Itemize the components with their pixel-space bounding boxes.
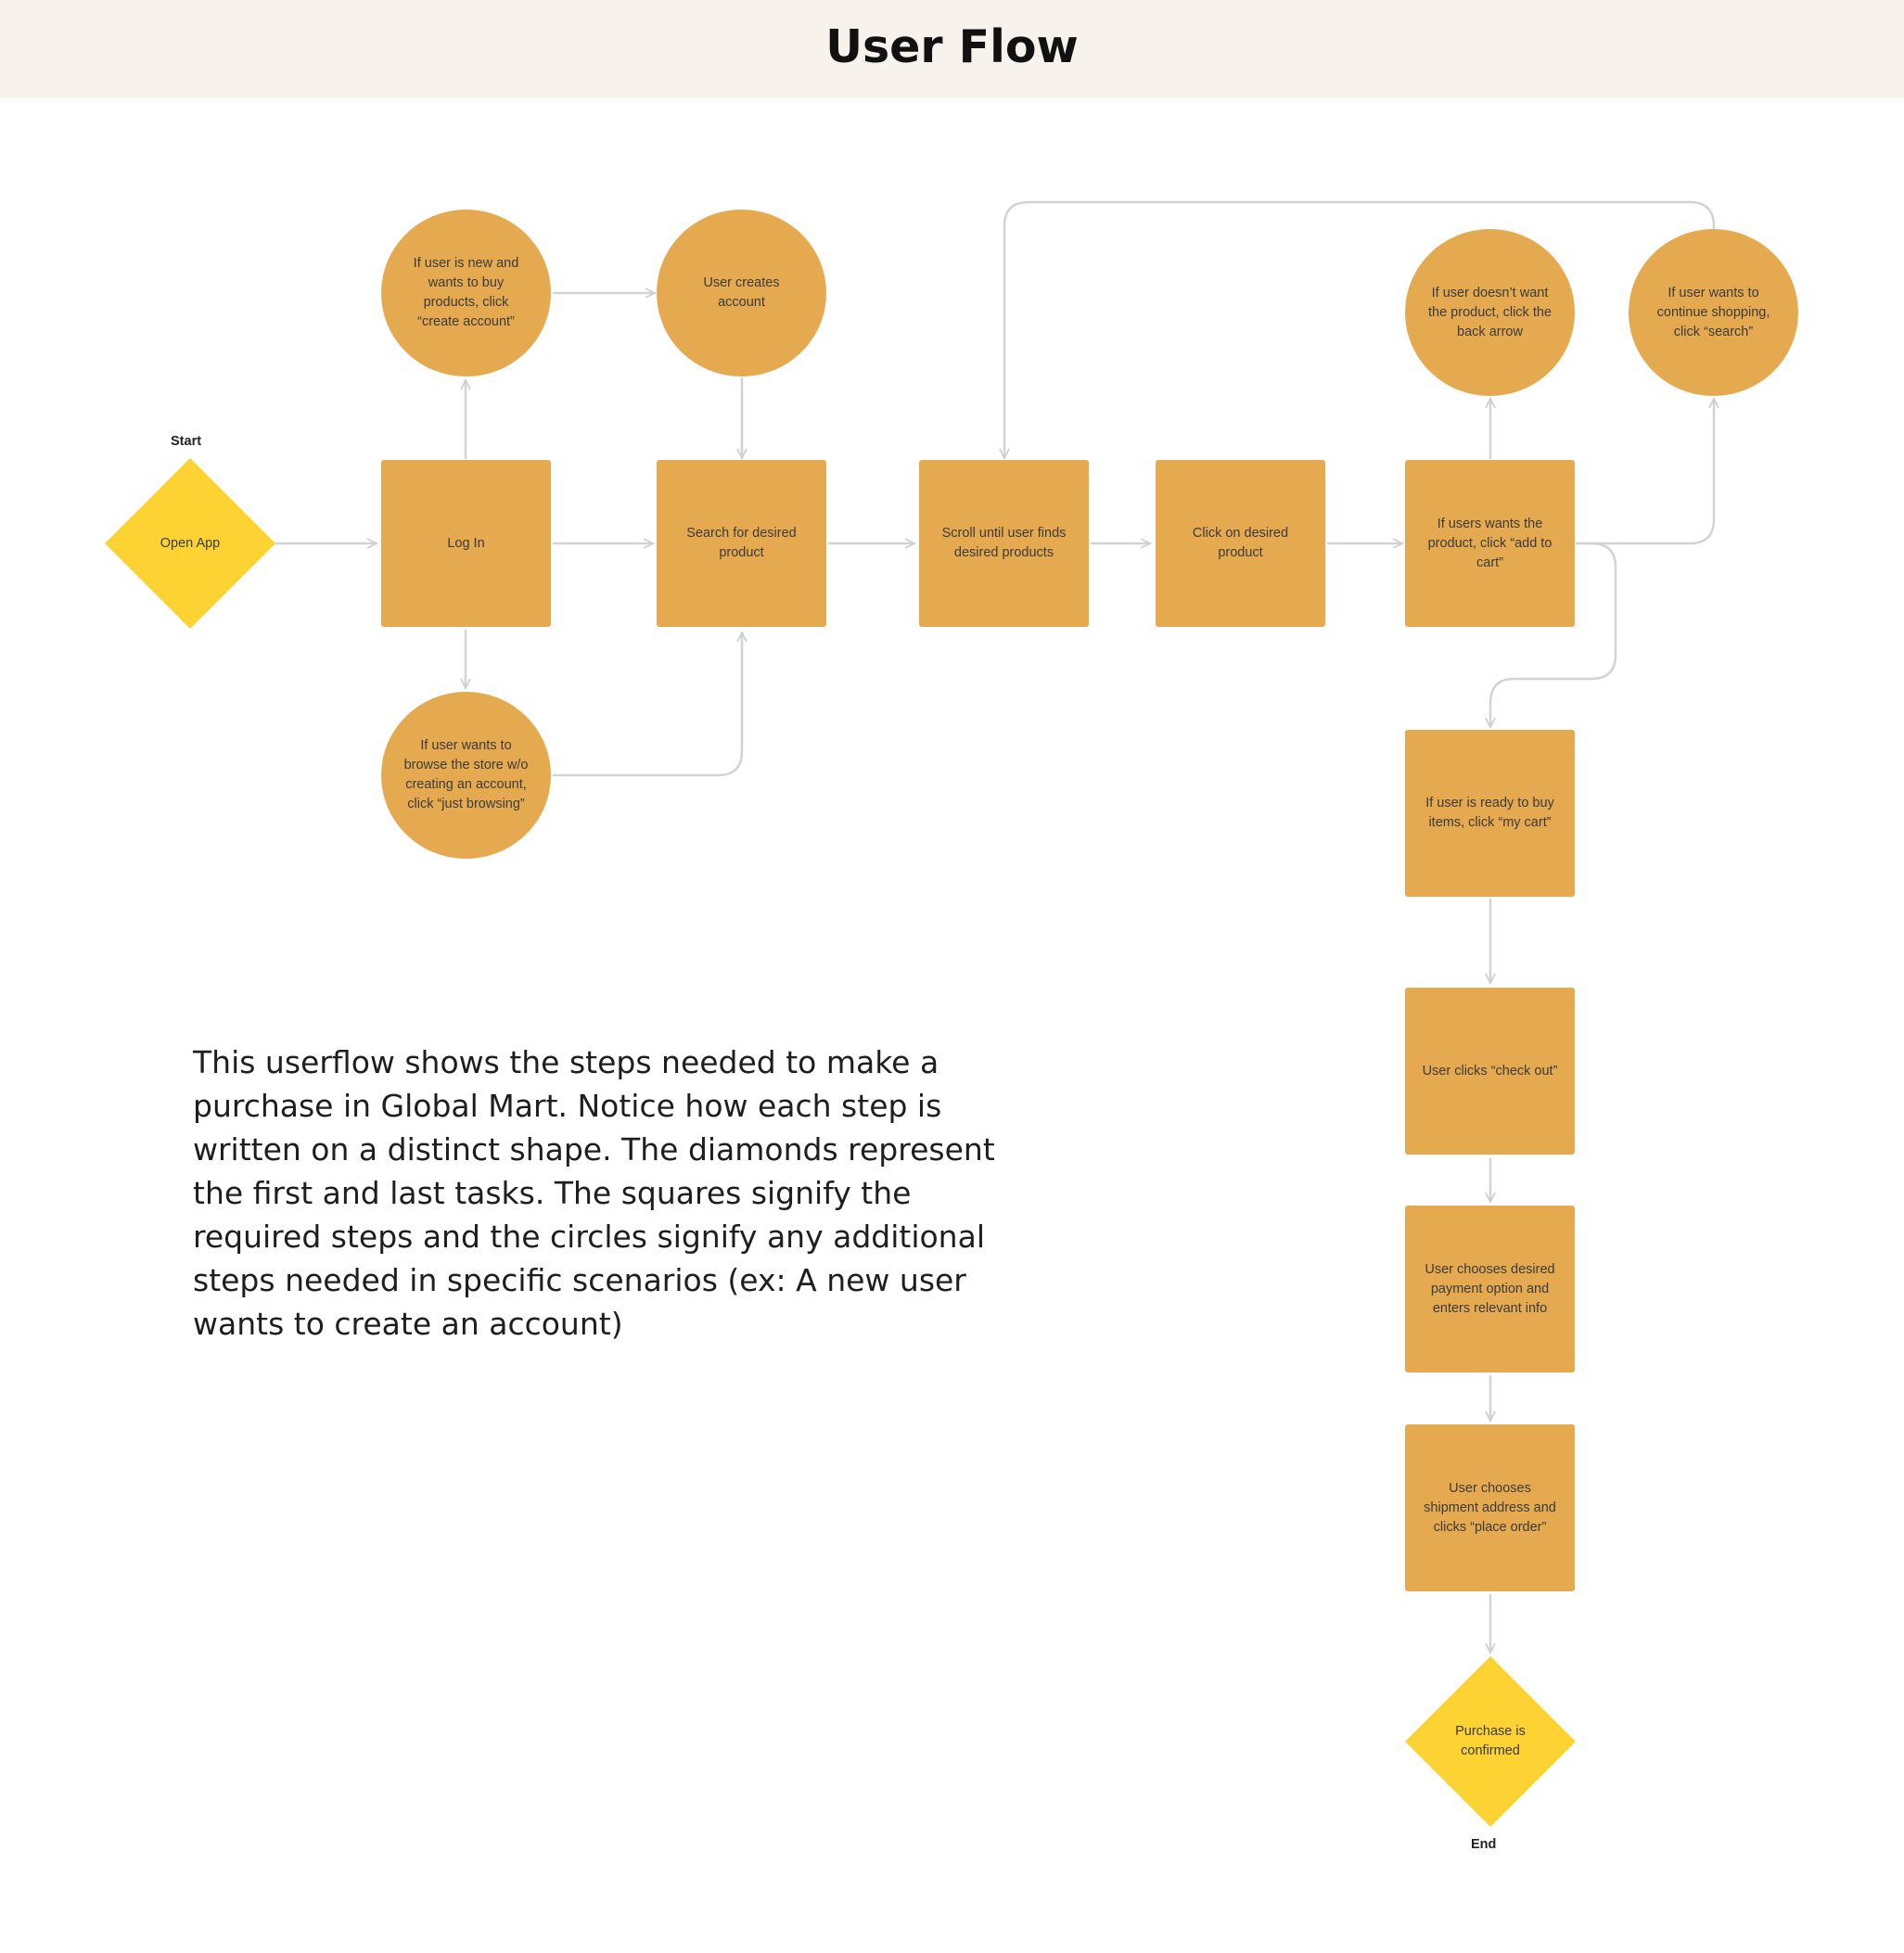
just-browsing-circle: If user wants to browse the store w/o cr… [381,692,551,859]
search-product-step: Search for desired product [657,460,826,627]
page-title: User Flow [825,20,1079,73]
click-product-step: Click on desired product [1156,460,1325,627]
scroll-products-step: Scroll until user finds desired products [919,460,1089,627]
connector [1490,542,1617,729]
start-diamond [105,458,275,629]
connector [1575,397,1714,545]
purchase-confirmed-node: Purchase is confirmed [1455,1724,1526,1758]
add-to-cart-step: If users wants the product, click “add t… [1405,460,1575,627]
connector [1004,200,1716,460]
check-out-step: User clicks “check out” [1405,988,1575,1155]
open-app-node: Open App [160,535,221,551]
continue-shopping-circle: If user wants to continue shopping, clic… [1629,229,1798,396]
start-label: Start [171,434,202,449]
header-bar [0,0,1904,98]
end-diamond [1405,1656,1576,1827]
log-in-step: Log In [381,460,551,627]
back-arrow-circle: If user doesn’t want the product, click … [1405,229,1575,396]
description-text: This userflow shows the steps needed to … [193,1044,995,1342]
user-creates-account-circle: User creates account [657,210,826,377]
end-label: End [1471,1837,1497,1852]
connector [552,631,742,777]
create-account-circle: If user is new and wants to buy products… [381,210,551,377]
shipment-step: User chooses shipment address and clicks… [1405,1424,1575,1591]
my-cart-step: If user is ready to buy items, click “my… [1405,730,1575,897]
payment-step: User chooses desired payment option and … [1405,1206,1575,1372]
